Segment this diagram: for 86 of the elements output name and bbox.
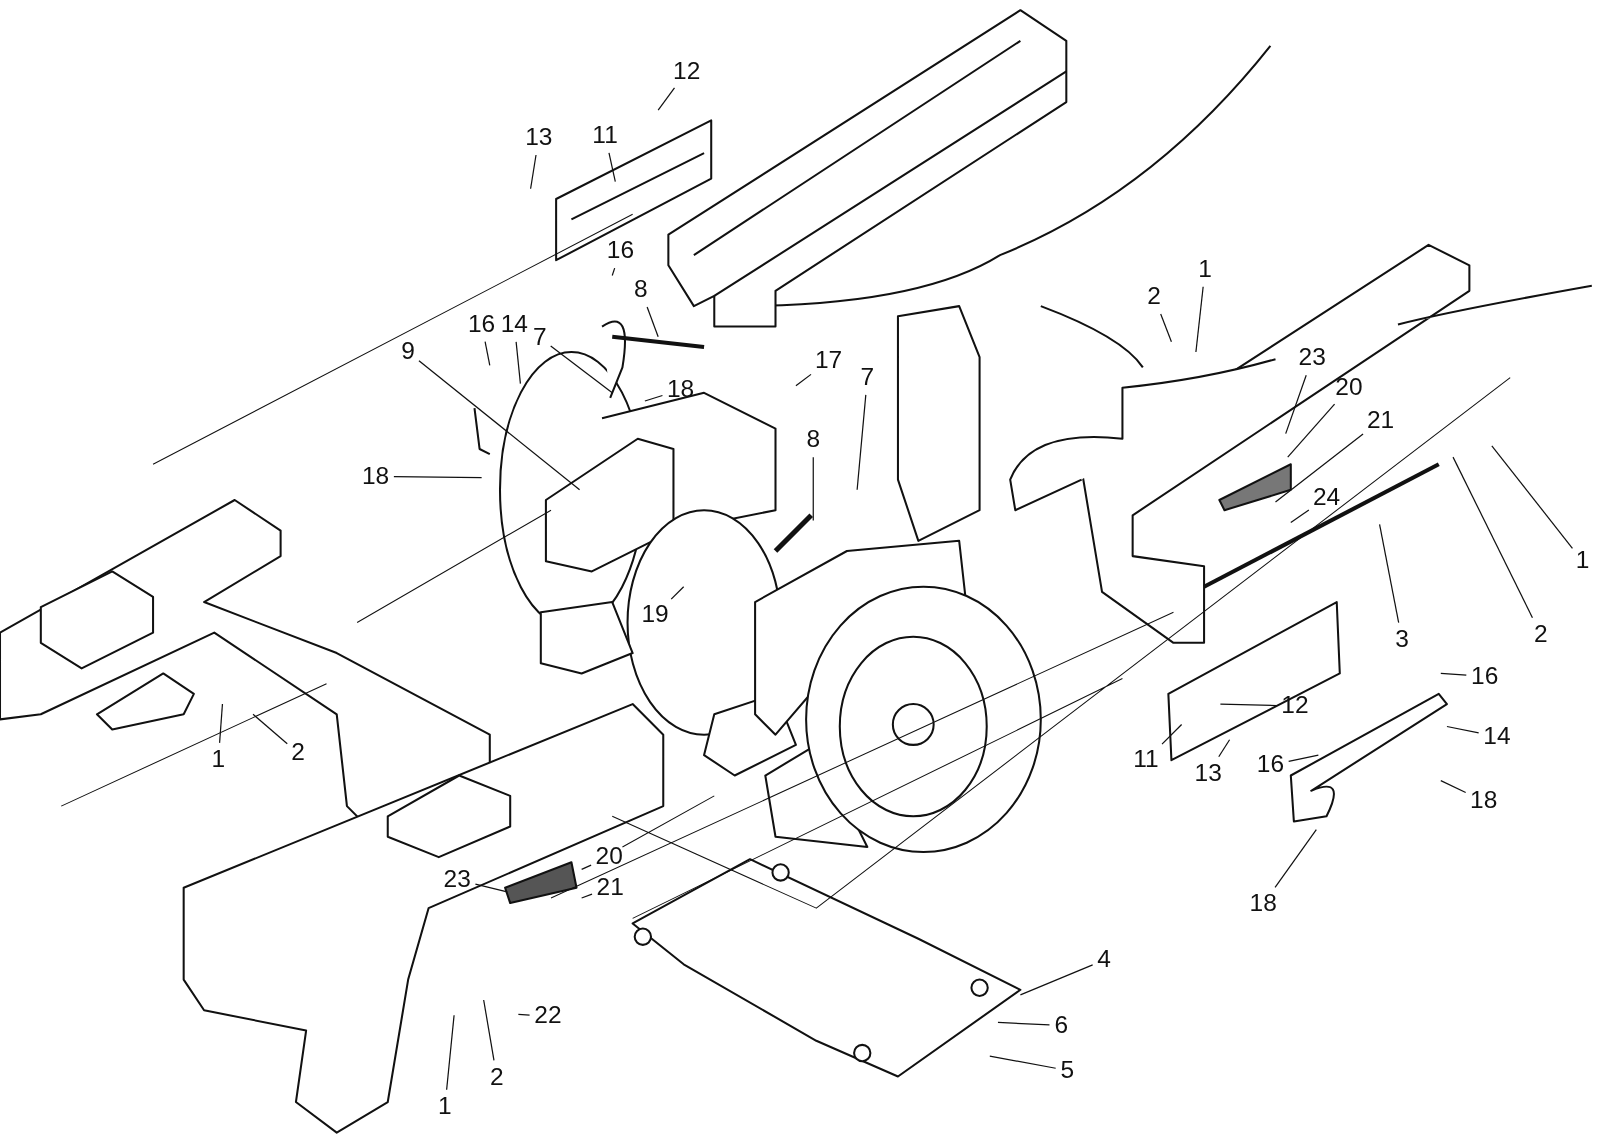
callout-number: 20 (1334, 374, 1364, 401)
callout-number: 14 (1482, 723, 1512, 750)
leader-line (474, 883, 508, 893)
callout-number: 18 (361, 463, 390, 490)
leader-line (484, 341, 491, 366)
leader-line (611, 267, 616, 277)
callout-number: 7 (532, 324, 548, 351)
leader-line (608, 152, 616, 183)
callout-number: 12 (672, 58, 701, 85)
callout-number: 18 (1469, 787, 1498, 815)
callout-number: 9 (400, 338, 416, 366)
leader-line (1274, 829, 1317, 889)
callout-number: 16 (467, 311, 496, 338)
leader-line (1218, 739, 1231, 758)
leader-line (657, 87, 676, 111)
callout-number: 1 (210, 746, 226, 774)
callout-number: 2 (290, 739, 306, 767)
leader-line (795, 373, 812, 387)
callout-number: 12 (1280, 692, 1310, 720)
leader-line (1446, 725, 1480, 734)
callout-number: 13 (1193, 760, 1223, 787)
leader-line (446, 1014, 455, 1091)
callout-number: 1 (1575, 547, 1591, 575)
leader-line (1378, 523, 1400, 624)
leader-line (1161, 723, 1183, 745)
callout-number: 21 (595, 874, 625, 901)
leader-line (483, 999, 495, 1061)
callout-number: 1 (437, 1093, 453, 1121)
callout-number: 16 (1470, 663, 1499, 690)
leader-line (393, 476, 483, 479)
leader-line (1288, 754, 1319, 763)
leader-line (252, 713, 288, 745)
leader-line (1440, 672, 1467, 676)
callout-number: 11 (1131, 746, 1161, 774)
callout-number: 19 (640, 602, 670, 629)
leader-line (1290, 509, 1310, 524)
leader-line (812, 456, 814, 521)
callout-number: 16 (606, 237, 635, 265)
leader-line (1019, 964, 1094, 996)
leader-line (418, 360, 581, 491)
leader-line (1287, 403, 1336, 458)
leader-line (997, 1021, 1051, 1026)
callout-number: 24 (1312, 484, 1341, 512)
callout-number: 8 (633, 276, 649, 304)
leader-line (644, 394, 664, 402)
leader-line (670, 586, 685, 600)
leader-line (515, 341, 521, 385)
callout-number: 5 (1059, 1057, 1075, 1084)
leader-line (530, 154, 537, 190)
callout-number: 2 (1146, 283, 1162, 311)
callout-number: 8 (805, 426, 821, 454)
callout-number: 20 (594, 843, 624, 871)
callout-number: 17 (814, 347, 843, 375)
leader-line (581, 864, 592, 870)
leader-line (1274, 433, 1364, 503)
callout-number: 23 (1297, 344, 1327, 372)
leader-line (581, 893, 593, 899)
callout-number: 7 (859, 364, 875, 391)
callout-number: 14 (500, 311, 529, 338)
callout-number: 21 (1366, 407, 1395, 434)
leader-line (1219, 703, 1278, 707)
callout-number: 18 (1248, 890, 1278, 918)
leader-line (646, 306, 659, 338)
callout-number: 3 (1394, 626, 1410, 654)
leader-line (219, 703, 224, 744)
leader-line (1491, 445, 1574, 549)
callout-number: 16 (1256, 752, 1285, 779)
leader-line (1285, 374, 1307, 435)
callout-number: 22 (533, 1003, 563, 1030)
callout-number: 11 (590, 122, 620, 149)
leader-line (1195, 286, 1204, 353)
leader-line (517, 1013, 531, 1016)
callout-number: 6 (1053, 1012, 1069, 1039)
callout-number: 2 (1533, 621, 1549, 648)
leader-line (856, 394, 867, 491)
leader-line (1452, 456, 1534, 619)
leader-line (1160, 313, 1173, 343)
callout-number: 1 (1197, 256, 1213, 283)
callout-number: 2 (489, 1064, 505, 1091)
leader-line (989, 1055, 1057, 1069)
callout-number: 4 (1096, 946, 1112, 974)
callout-number: 23 (442, 866, 472, 893)
callout-number: 18 (666, 376, 695, 404)
leader-line (1440, 780, 1467, 794)
callout-number: 13 (524, 124, 554, 151)
leader-line (550, 345, 613, 394)
